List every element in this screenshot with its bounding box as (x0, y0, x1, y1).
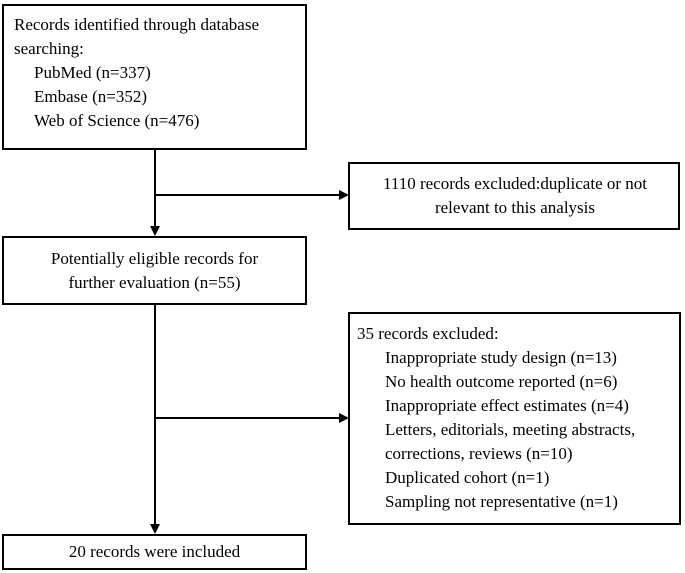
source-web-of-science: Web of Science (n=476) (34, 111, 200, 130)
excluded-second-title: 35 records excluded: (357, 324, 499, 343)
reason-sampling: Sampling not representative (n=1) (385, 492, 618, 511)
excluded-first-line-2: relevant to this analysis (434, 198, 596, 217)
records-identified-box: Records identified through database sear… (2, 4, 307, 150)
excluded-duplicates-box: 1110 records excluded:duplicate or not r… (348, 162, 680, 230)
reason-letters-line-1: Letters, editorials, meeting abstracts, (385, 420, 636, 439)
reason-no-outcome: No health outcome reported (n=6) (385, 372, 618, 391)
eligible-line-2: further evaluation (n=55) (68, 273, 241, 292)
reason-duplicated-cohort: Duplicated cohort (n=1) (385, 468, 550, 487)
reason-study-design: Inappropriate study design (n=13) (385, 348, 617, 367)
eligible-records-box: Potentially eligible records for further… (2, 236, 307, 305)
excluded-reasons-box: 35 records excluded: Inappropriate study… (348, 312, 681, 525)
source-embase: Embase (n=352) (34, 87, 147, 106)
records-included-box: 20 records were included (2, 534, 307, 570)
identified-title-line-1: Records identified through database (14, 15, 260, 34)
included-label: 20 records were included (68, 542, 241, 561)
reason-letters-line-2: corrections, reviews (n=10) (385, 444, 573, 463)
reason-effect-estimates: Inappropriate effect estimates (n=4) (385, 396, 629, 415)
excluded-first-line-1: 1110 records excluded:duplicate or not (382, 174, 648, 193)
identified-title-line-2: searching: (14, 39, 84, 58)
eligible-line-1: Potentially eligible records for (50, 249, 259, 268)
source-pubmed: PubMed (n=337) (34, 63, 151, 82)
